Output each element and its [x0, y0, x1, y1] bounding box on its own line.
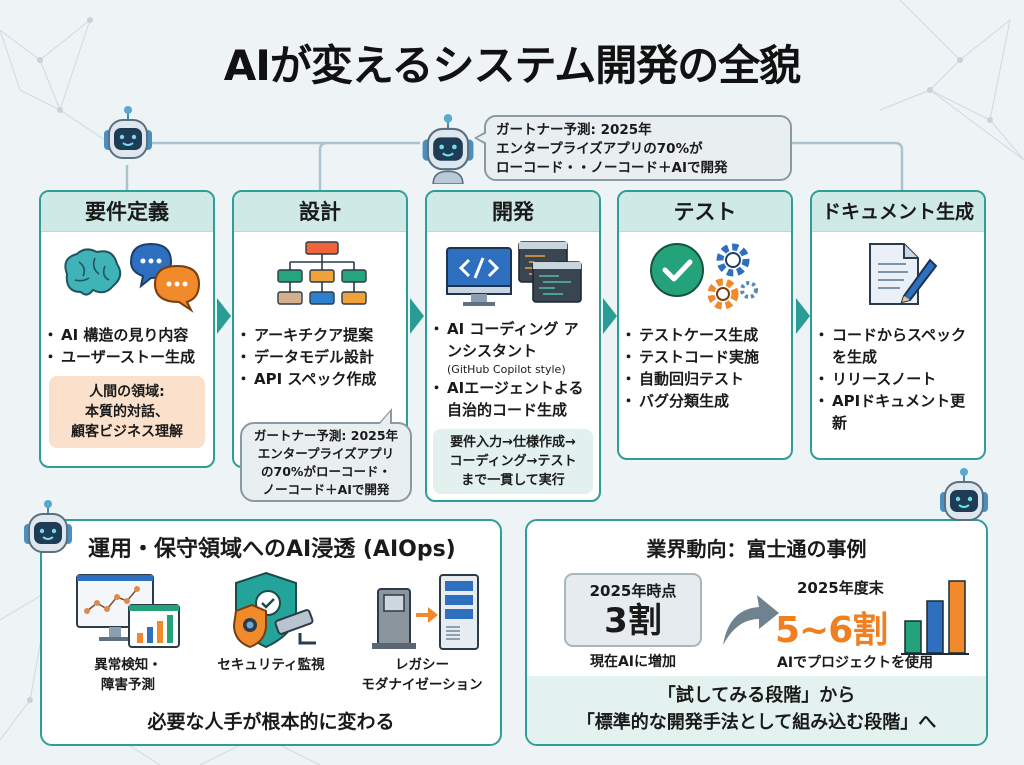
- ops-item-anomaly-detection: 異常検知・ 障害予測: [70, 571, 186, 695]
- note-line: 要件入力→仕様作成→: [450, 435, 576, 450]
- callout-line: の70%がローコード・: [261, 464, 391, 479]
- stage-documentation: ドキュメント生成 コードからスペック を生成 リリースノート APIドキュメント…: [810, 190, 986, 460]
- bullet-item: ユーザーストー生成: [43, 346, 205, 368]
- ops-item-legacy-modernization: レガシー モダナイゼーション: [352, 571, 492, 695]
- brain-icon: [64, 248, 122, 296]
- human-domain-note: 人間の領域: 本質的対話、 顧客ビジネス理解: [49, 376, 205, 448]
- target-share-value: 5~6割: [775, 610, 888, 651]
- current-share-box: 2025年時点 3割: [564, 573, 702, 647]
- stage-design: 設計 アーキチクア提案 データモデル設計 API スペック作成: [232, 190, 408, 468]
- aiops-title: 運用・保守領域へのAI浸透 (AIOps): [88, 537, 456, 562]
- stage-title: 要件定義: [41, 192, 213, 232]
- bullet-item: AI コーディング アンシスタント (GitHub Copilot style): [429, 318, 591, 377]
- bullet-text: AI コーディング アンシスタント: [447, 320, 579, 360]
- robot-icon: [940, 468, 988, 521]
- fujitsu-case-panel: 業界動向：富士通の事例 2025年時点 3割 現在AIに増加 2025年度末 5…: [525, 519, 988, 746]
- shield-camera-icon: [232, 571, 316, 649]
- current-share-value: 3割: [604, 601, 662, 641]
- flow-arrow: [217, 298, 231, 334]
- flow-arrow: [603, 298, 617, 334]
- bullet-item: APIドキュメント更新: [814, 390, 976, 434]
- bullet-item: テストケース生成: [621, 324, 783, 346]
- stage-title: 開発: [427, 192, 599, 232]
- bullet-item: API スペック作成: [236, 368, 398, 390]
- callout-line: エンタープライズアプリ: [257, 446, 395, 461]
- robot-icon: [24, 500, 72, 553]
- gartner-forecast-callout: ガートナー予測: 2025年 エンタープライズアプリの70%が ローコード・・ノ…: [474, 115, 792, 181]
- legacy-to-server-icon: [372, 574, 479, 650]
- document-pen-icon: [869, 243, 938, 305]
- bullet-item: テストコード実施: [621, 346, 783, 368]
- ops-label: 異常検知・: [94, 657, 162, 673]
- callout-line: ガートナー予測: 2025年: [253, 428, 399, 443]
- flow-arrow: [410, 298, 424, 334]
- bullet-item: リリースノート: [814, 368, 976, 390]
- bar-chart-icon: [901, 580, 969, 655]
- callout-line: ガートナー予測: 2025年: [496, 122, 652, 138]
- target-share-caption: AIでプロジェクトを使用: [777, 655, 934, 671]
- org-chart-icon: [277, 241, 367, 305]
- ops-item-security-monitoring: セキュリティ監視: [206, 571, 336, 675]
- aiops-footer: 必要な人手が根本的に変わる: [147, 711, 395, 733]
- aiops-panel: 運用・保守領域へのAI浸透 (AIOps) 異常検知・ 障害予測 セキュリティ監…: [40, 519, 502, 746]
- banner-line: 「試してみる段階」から: [657, 685, 856, 706]
- note-line: まで一貫して実行: [461, 473, 565, 488]
- robot-icon: [422, 114, 474, 184]
- code-monitor-icon: [446, 241, 582, 306]
- page-title: AIが変えるシステム開発の全貌: [223, 41, 802, 90]
- bullet-subtext: (GitHub Copilot style): [447, 363, 566, 376]
- current-share-caption: 現在AIに増加: [589, 654, 677, 670]
- transition-banner: 「試してみる段階」から 「標準的な開発手法として組み込む段階」へ: [527, 676, 986, 744]
- banner-line: 「標準的な開発手法として組み込む段階」へ: [576, 712, 937, 733]
- ops-label: 障害予測: [101, 677, 155, 693]
- end-to-end-note: 要件入力→仕様作成→ コーディング→テスト まで一貫して実行: [433, 429, 593, 494]
- note-line: 本質的対話、: [85, 404, 169, 420]
- flow-arrow: [796, 298, 810, 334]
- bullet-item: コードからスペック を生成: [814, 324, 976, 368]
- callout-line: エンタープライズアプリの70%が: [496, 141, 703, 157]
- bullet-text: AIエージェントよる 自治的コード生成: [447, 379, 584, 419]
- stage-title: ドキュメント生成: [812, 192, 984, 232]
- ops-label: セキュリティ監視: [217, 657, 325, 673]
- ops-label: モダナイゼーション: [361, 677, 483, 693]
- note-line: 顧客ビジネス理解: [71, 424, 183, 440]
- connector-lines: [125, 141, 904, 190]
- chat-bubbles-icon: [129, 242, 201, 313]
- stage-development: 開発 AI コーディング アンシスタント (GitHub Copilot sty…: [425, 190, 601, 502]
- stage-testing: テスト テストケース生成 テストコード実施 自動回归テスト バグ分類生成: [617, 190, 793, 460]
- check-and-gears-icon: [650, 243, 758, 310]
- bullet-item: データモデル設計: [236, 346, 398, 368]
- bullet-item: アーキチクア提案: [236, 324, 398, 346]
- stage-title: テスト: [619, 192, 791, 232]
- target-year-label: 2025年度末: [797, 579, 884, 597]
- stage-title: 設計: [234, 192, 406, 232]
- bullet-item: 自動回归テスト: [621, 368, 783, 390]
- callout-line: ローコード・・ノーコード＋AIで開発: [496, 160, 728, 176]
- gartner-forecast-callout-design: ガートナー予測: 2025年 エンタープライズアプリ の70%がローコード・ ノ…: [240, 408, 412, 502]
- growth-arrow-icon: [723, 595, 779, 645]
- bullet-item: バグ分類生成: [621, 390, 783, 412]
- dashboard-chart-icon: [76, 574, 180, 648]
- current-year-label: 2025年時点: [589, 582, 677, 600]
- note-line: コーディング→テスト: [449, 454, 577, 469]
- stage-requirements: 要件定義 AI 構造の見り内容 ユーザーストー生成 人間の領域: 本質的対話、 …: [39, 190, 215, 468]
- fujitsu-title: 業界動向：富士通の事例: [646, 537, 867, 561]
- robot-icon: [104, 106, 152, 159]
- note-line: 人間の領域:: [89, 384, 165, 400]
- bullet-item: AIエージェントよる 自治的コード生成: [429, 377, 591, 421]
- callout-line: ノーコード＋AIで開発: [262, 482, 390, 497]
- ops-label: レガシー: [395, 657, 449, 673]
- bullet-item: AI 構造の見り内容: [43, 324, 205, 346]
